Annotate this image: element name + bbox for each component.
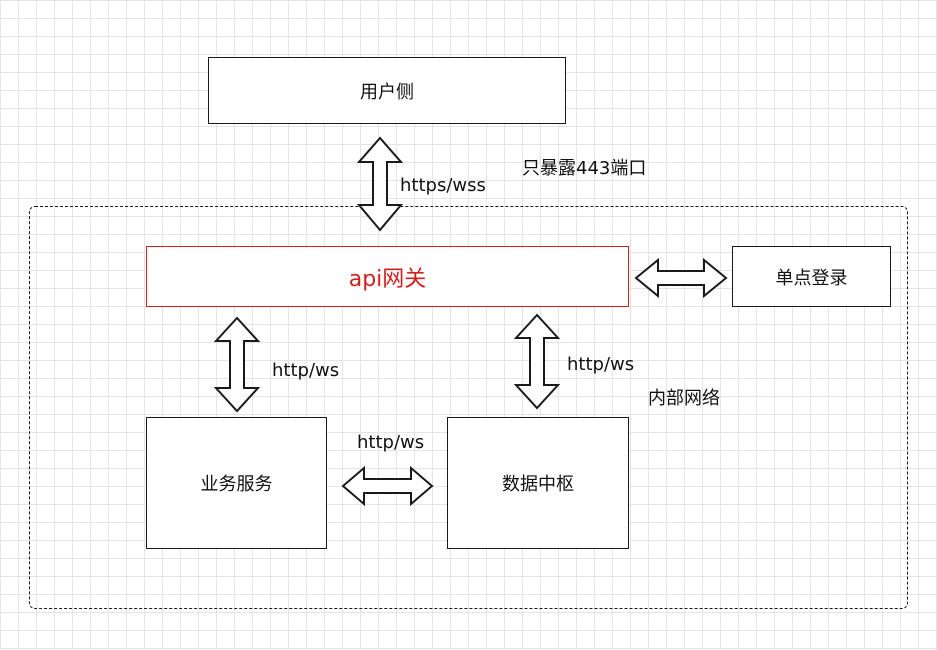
gateway-datahub-edge-label: http/ws [567,354,635,375]
user-side-node: 用户侧 [208,57,566,124]
sso-label: 单点登录 [775,267,848,289]
expose-port-annotation: 只暴露443端口 [522,158,647,179]
user-side-label: 用户侧 [360,81,414,103]
gateway-business-arrow [213,316,261,413]
business-service-node: 业务服务 [146,417,327,549]
gateway-business-edge-label: http/ws [272,360,340,381]
user-gateway-arrow [356,136,404,232]
data-hub-label: 数据中枢 [502,474,574,495]
business-service-label: 业务服务 [200,474,273,495]
api-gateway-label: api网关 [348,266,427,292]
business-datahub-arrow [341,465,434,507]
internal-network-region [29,206,908,609]
sso-node: 单点登录 [732,246,891,307]
internal-network-annotation: 内部网络 [648,388,720,409]
gateway-datahub-arrow [513,313,561,410]
business-datahub-edge-label: http/ws [357,432,425,453]
user-gateway-edge-label: https/wss [400,175,486,196]
gateway-sso-arrow [634,257,728,299]
api-gateway-node: api网关 [146,246,629,307]
data-hub-node: 数据中枢 [447,417,629,549]
